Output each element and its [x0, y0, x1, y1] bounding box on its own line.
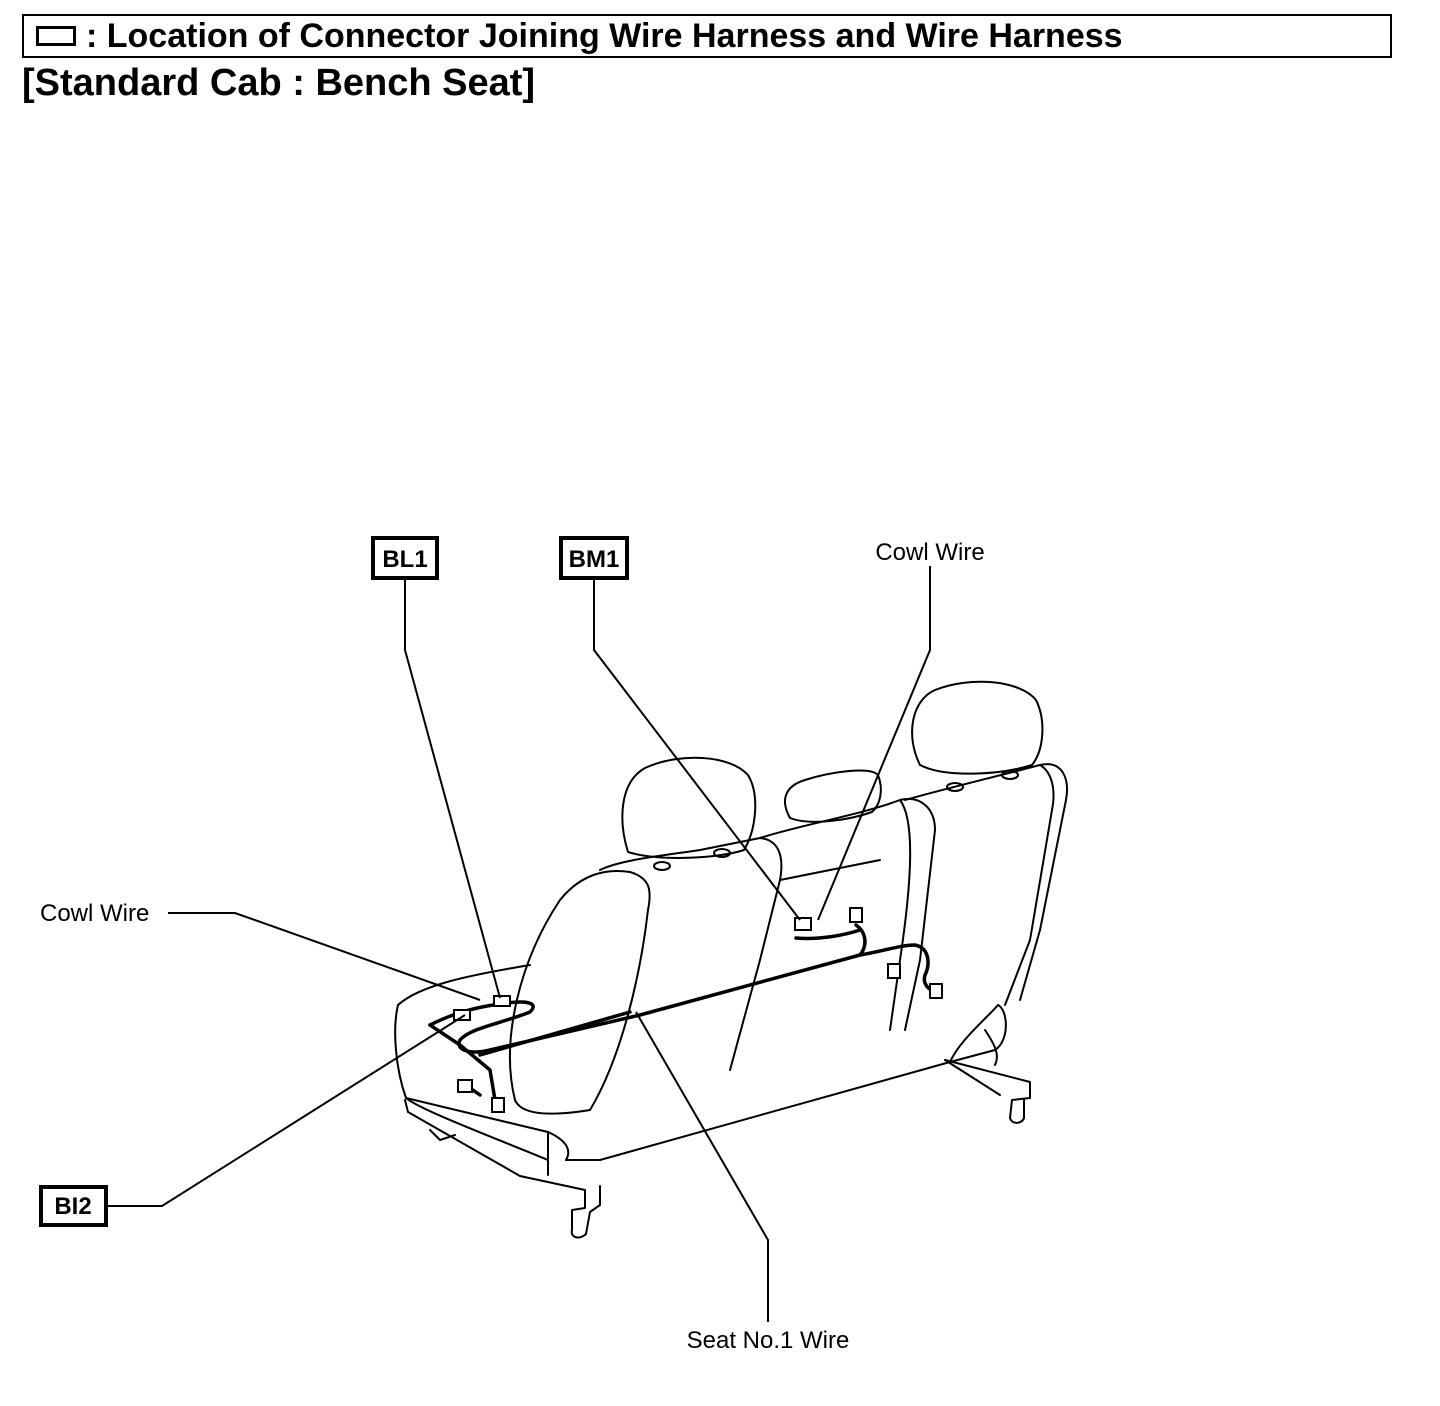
bm1-connector-block: [794, 917, 812, 931]
page-subtitle: [Standard Cab : Bench Seat]: [22, 62, 536, 104]
seat-no1-wire-leader: [635, 1011, 769, 1322]
bi2-connector-block: [453, 1009, 471, 1021]
bl1-code-label: BL1: [382, 546, 427, 573]
connector-box-icon: [36, 26, 76, 46]
cowl-wire-left-leader: [168, 912, 481, 1001]
rear-right-rail: [944, 1059, 1031, 1124]
front-left-rail: [519, 1175, 601, 1239]
bl1-code-box: BL1: [371, 536, 439, 580]
bi2-code-label: BI2: [54, 1193, 91, 1220]
bl1-connector-block: [493, 995, 511, 1007]
page-title: : Location of Connector Joining Wire Har…: [86, 16, 1123, 55]
cowl-wire-left-label: Cowl Wire: [40, 900, 149, 927]
center-headrest-outline: [784, 769, 882, 823]
bm1-leader: [593, 580, 801, 921]
right-headrest-outline: [911, 680, 1044, 775]
cowl-wire-top-label: Cowl Wire: [875, 539, 984, 566]
seat-cushion-outline: [394, 1004, 1007, 1161]
left-headrest-outline: [621, 756, 757, 859]
middle-seatback-outline: [759, 797, 936, 1031]
bm1-code-box: BM1: [559, 536, 629, 580]
bl1-leader: [404, 580, 501, 999]
cowl-wire-top-leader: [817, 566, 931, 921]
left-seatback-outline: [509, 869, 651, 1111]
bi2-code-box: BI2: [39, 1185, 108, 1227]
legend-title-box: : Location of Connector Joining Wire Har…: [22, 14, 1392, 58]
bi2-leader: [108, 1014, 466, 1207]
seat-no1-wire-label: Seat No.1 Wire: [687, 1327, 850, 1354]
bm1-code-label: BM1: [569, 546, 620, 573]
